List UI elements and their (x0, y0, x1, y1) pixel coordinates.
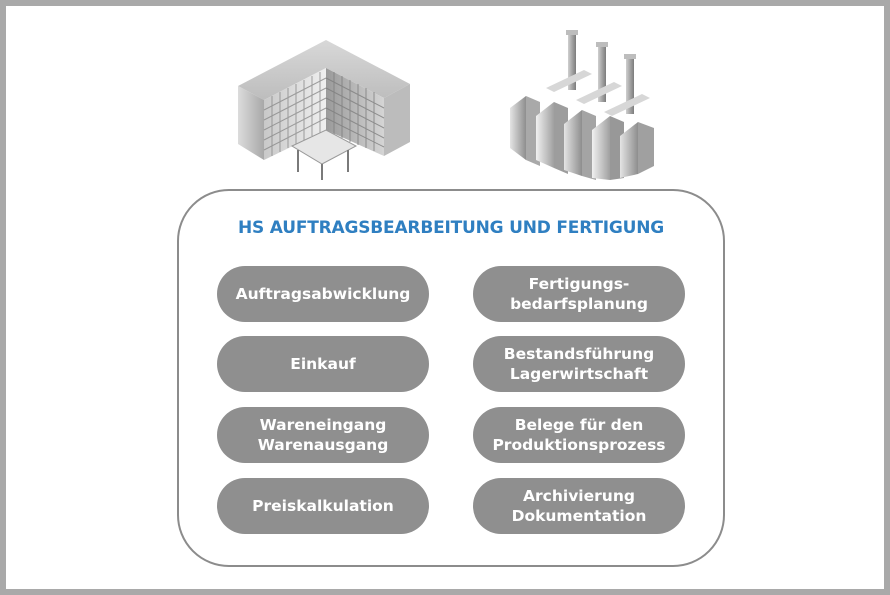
module-label: Belege für den (514, 416, 644, 434)
module-archivierung-dokumentation: Archivierung Dokumentation (473, 478, 685, 534)
module-label: Produktionsprozess (492, 436, 666, 454)
module-label: Archivierung (523, 487, 635, 505)
module-bestandsfuehrung-lagerwirtschaft: Bestandsführung Lagerwirtschaft (473, 336, 685, 392)
module-label: Auftragsabwicklung (235, 285, 411, 303)
module-label: Fertigungs- (528, 275, 630, 293)
module-preiskalkulation: Preiskalkulation (217, 478, 429, 534)
module-einkauf: Einkauf (217, 336, 429, 392)
module-auftragsabwicklung: Auftragsabwicklung (217, 266, 429, 322)
module-label: Lagerwirtschaft (509, 365, 649, 383)
module-label: bedarfsplanung (510, 295, 648, 313)
module-wareneingang-warenausgang: Wareneingang Warenausgang (217, 407, 429, 463)
module-label: Preiskalkulation (252, 497, 394, 515)
module-panel: HS AUFTRAGSBEARBEITUNG UND FERTIGUNG Auf… (177, 189, 725, 567)
module-belege-produktionsprozess: Belege für den Produktionsprozess (473, 407, 685, 463)
module-label: Warenausgang (257, 436, 389, 454)
module-label: Wareneingang (259, 416, 387, 434)
factory-icon (510, 30, 654, 180)
module-label: Einkauf (290, 355, 356, 373)
module-fertigungsbedarfsplanung: Fertigungs- bedarfsplanung (473, 266, 685, 322)
module-label: Bestandsführung (503, 345, 655, 363)
office-building-icon (238, 40, 410, 180)
module-label: Dokumentation (511, 507, 647, 525)
panel-title: HS AUFTRAGSBEARBEITUNG UND FERTIGUNG (238, 218, 664, 238)
